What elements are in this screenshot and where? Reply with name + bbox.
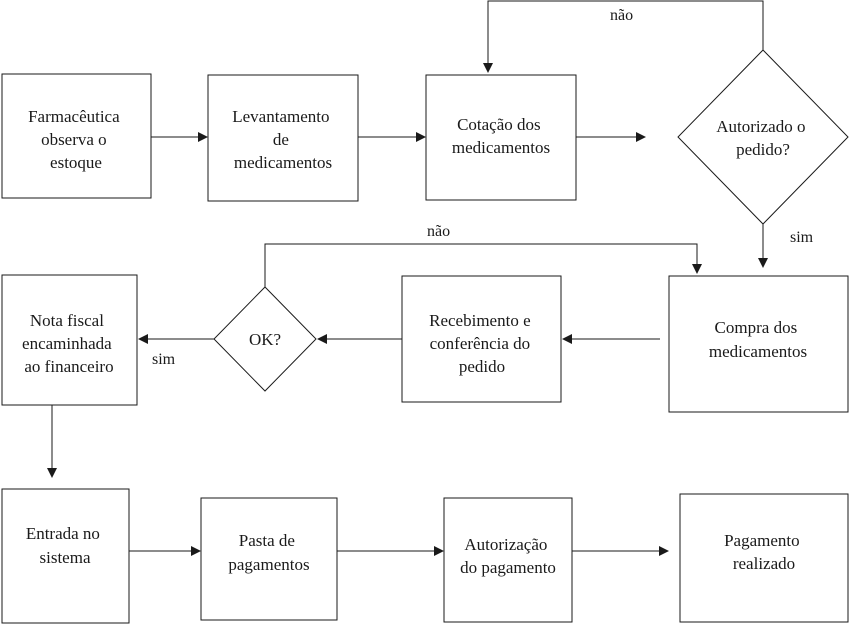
svg-text:Farmacêutica observa o: Farmacêutica observa o estoque	[28, 107, 124, 172]
node-cotacao: Cotação dos medicamentos	[425, 74, 577, 201]
arrow-d2-no-loop	[264, 243, 702, 287]
node-compra: Compra dos medicamentos	[668, 275, 849, 413]
node-autorizacao: Autorização do pagamento	[443, 497, 573, 623]
node-nota-fiscal: Nota fiscal encaminhada ao financeiro	[1, 274, 138, 406]
svg-text:OK?: OK?	[249, 330, 281, 349]
label-d2-sim: sim	[152, 351, 176, 368]
svg-text:Levantamento de me: Levantamento de medicamentos	[232, 107, 334, 172]
node-farmaceutica: Farmacêutica observa o estoque	[1, 73, 152, 199]
node-entrada: Entrada no sistema	[1, 488, 130, 624]
svg-text:Compra dos medicamentos: Compra dos medicamentos	[709, 318, 807, 361]
svg-text:Pasta de pagamentos: Pasta de pagamentos	[228, 531, 309, 574]
svg-text:Autorização do pagamento: Autorização do pagamento	[460, 535, 556, 577]
node-levantamento: Levantamento de medicamentos	[207, 74, 359, 202]
svg-text:Recebimento e conferênci: Recebimento e conferência do pedido	[429, 311, 535, 376]
label-d2-nao: não	[427, 223, 450, 240]
node-recebimento: Recebimento e conferência do pedido	[401, 275, 562, 403]
svg-text:Pagamento realizado: Pagamento realizado	[724, 531, 804, 573]
svg-text:Cotação dos medicamentos: Cotação dos medicamentos	[452, 115, 550, 157]
node-pasta: Pasta de pagamentos	[200, 497, 338, 621]
svg-text:Nota fiscal encaminhada: Nota fiscal encaminhada ao financeiro	[22, 311, 116, 376]
label-d1-sim: sim	[790, 229, 814, 246]
decision-ok: OK?	[213, 286, 317, 392]
svg-text:Autorizado o pedido?: Autorizado o pedido?	[716, 117, 809, 159]
arrow-d1-no-loop	[483, 0, 764, 73]
decision-autorizado: Autorizado o pedido?	[677, 49, 849, 225]
label-d1-nao: não	[610, 7, 633, 24]
svg-text:Entrada no sistema: Entrada no sistema	[26, 524, 104, 567]
node-pagamento: Pagamento realizado	[679, 493, 849, 623]
